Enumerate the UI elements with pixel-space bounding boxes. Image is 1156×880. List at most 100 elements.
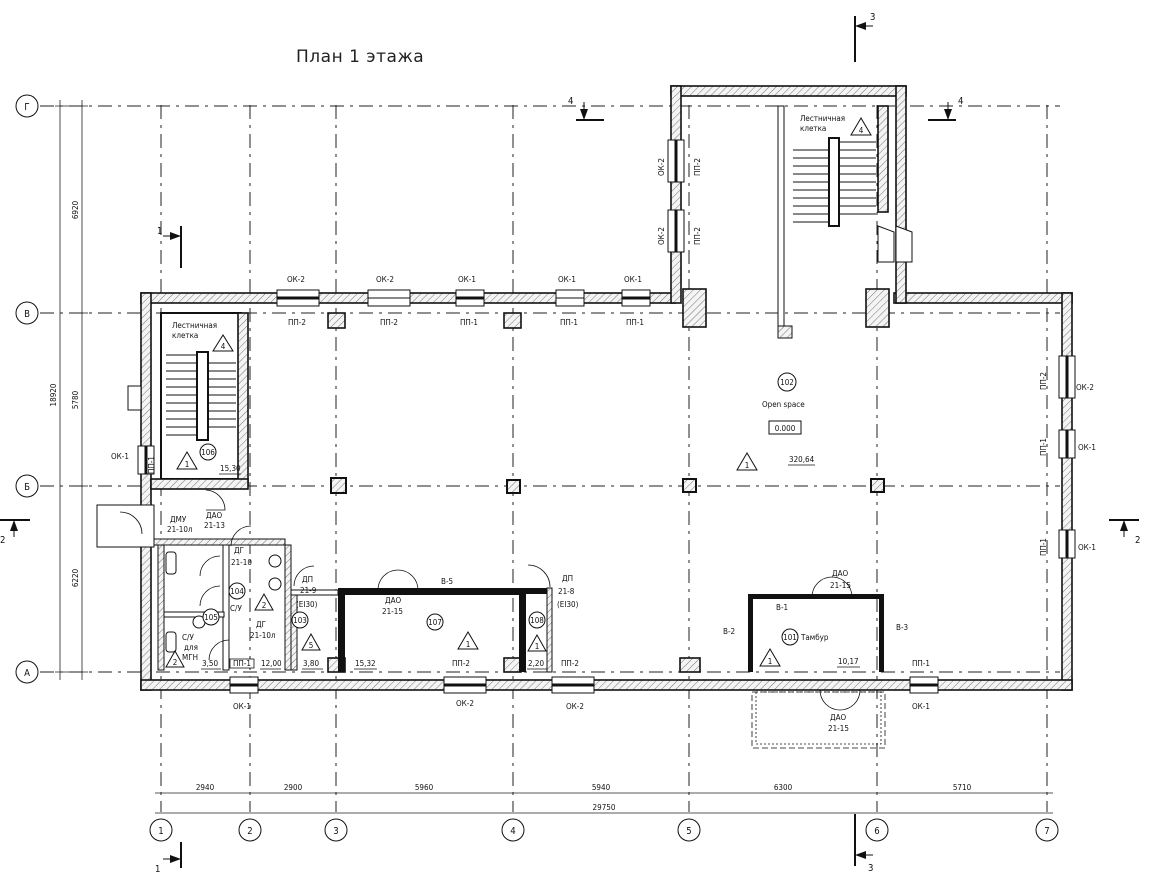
room-104-class: 2 xyxy=(262,601,267,610)
room-106-number: 106 xyxy=(201,448,215,457)
window-ok2-top-1: ОК-2 xyxy=(287,275,305,284)
axis-label-5: 5 xyxy=(686,826,691,837)
window-pp2-top-2: ПП-2 xyxy=(380,318,398,327)
stair-left-name-1: Лестничная xyxy=(172,321,217,330)
room-108-number: 108 xyxy=(530,616,544,625)
section-3-bottom: 3 xyxy=(854,814,873,874)
room-102-area: 320,64 xyxy=(789,455,815,464)
axis-grid xyxy=(40,105,1060,812)
room-102-open-space: 102 Open space 0.000 1 320,64 xyxy=(736,372,815,471)
window-pp2-107: ПП-2 xyxy=(452,659,470,668)
window-pp2-tower-2: ПП-2 xyxy=(693,227,702,245)
stair-top-class: 4 xyxy=(859,126,864,135)
room-104-number: 104 xyxy=(230,587,244,596)
room-103-number: 103 xyxy=(293,616,307,625)
room-102-number: 102 xyxy=(780,378,794,387)
wall-mark-b2: В-2 xyxy=(723,627,735,636)
door-dao-tambur-mark: ДАО xyxy=(832,569,849,578)
stair-top-name-2: клетка xyxy=(800,124,826,133)
room-105-number: 105 xyxy=(204,613,218,622)
room-107: В-5 ДАО 21-15 107 1 15,32 ПП-2 xyxy=(338,569,526,672)
door-dao-left-code: 21-13 xyxy=(204,521,225,530)
svg-text:1: 1 xyxy=(157,226,162,237)
svg-text:4: 4 xyxy=(568,96,573,107)
columns xyxy=(327,288,890,673)
room-103: ДП 21-9 (EI30) 103 5 3,80 xyxy=(290,575,339,671)
door-dao-entrance-code: 21-15 xyxy=(828,724,849,733)
left-dimensions: 18920 6920 5780 6220 xyxy=(49,100,88,680)
room-108-class: 1 xyxy=(535,642,540,651)
dim-bottom-1: 2940 xyxy=(196,783,215,792)
window-ok2-tower-2: ОК-2 xyxy=(657,227,666,245)
svg-text:2: 2 xyxy=(0,535,5,546)
axis-label-b: Б xyxy=(24,482,30,493)
windows xyxy=(127,139,1076,694)
section-2-left: 2 xyxy=(0,519,30,546)
section-1-top: 1 xyxy=(157,226,182,268)
section-3-top: 3 xyxy=(854,12,875,62)
wall-mark-b3: В-3 xyxy=(896,623,908,632)
section-1-bottom: 1 xyxy=(155,842,182,875)
window-pp1-right-1: ПП-1 xyxy=(1039,438,1048,456)
room-107-number: 107 xyxy=(428,618,442,627)
axis-label-1: 1 xyxy=(158,826,163,837)
room-102-level: 0.000 xyxy=(775,424,796,433)
door-dao-entrance-mark: ДАО xyxy=(830,713,847,722)
room-103-class: 5 xyxy=(309,641,314,650)
window-ok2-tower-1: ОК-2 xyxy=(657,158,666,176)
section-4-right: 4 xyxy=(928,96,963,121)
svg-text:3: 3 xyxy=(868,863,873,874)
left-stair-room: Лестничная клетка 4 106 1 15,30 xyxy=(150,312,249,490)
window-ok1-right-2: ОК-1 xyxy=(1078,543,1096,552)
window-ok1-right-1: ОК-1 xyxy=(1078,443,1096,452)
door-dp-1-code: 21-9 xyxy=(300,586,317,595)
window-pp1-top-5: ПП-1 xyxy=(626,318,644,327)
room-106-area: 15,30 xyxy=(220,464,241,473)
door-dg-1-code: 21-10 xyxy=(231,558,252,567)
plan-title: План 1 этажа xyxy=(296,47,424,67)
room-108-area: 2,20 xyxy=(528,659,544,668)
window-pp2-tower-1: ПП-2 xyxy=(693,158,702,176)
window-ok1-bottom-4: ОК-1 xyxy=(912,702,930,711)
door-dp-1-mark: ДП xyxy=(302,575,313,584)
top-stair-room: Лестничная клетка 4 xyxy=(793,114,913,263)
door-dmu-code: 21-10л xyxy=(167,525,193,534)
dim-bottom-3: 5960 xyxy=(415,783,434,792)
axis-label-v: В xyxy=(24,309,30,320)
window-ok1-left: ОК-1 xyxy=(111,452,129,461)
room-102-name: Open space xyxy=(762,400,805,409)
svg-text:4: 4 xyxy=(958,96,963,107)
room-101-class: 1 xyxy=(768,657,773,666)
axis-label-2: 2 xyxy=(247,826,252,837)
dim-left-total: 18920 xyxy=(49,383,58,406)
window-ok2-right: ОК-2 xyxy=(1076,383,1094,392)
service-rooms: ДМУ 21-10л ДАО 21-13 ДГ 21-10 104 С/У 2 … xyxy=(96,489,315,671)
window-pp1-right-2: ПП-1 xyxy=(1039,538,1048,556)
window-ok2-top-2: ОК-2 xyxy=(376,275,394,284)
window-ok1-top-5: ОК-1 xyxy=(624,275,642,284)
top-wall-marks: ОК-2 ПП-2 ОК-2 ПП-2 ОК-1 ПП-1 ОК-1 ПП-1 … xyxy=(287,158,702,327)
dim-bottom-5: 6300 xyxy=(774,783,793,792)
room-107-area: 15,32 xyxy=(355,659,376,668)
stair-left-class: 4 xyxy=(221,342,226,351)
wall-mark-b5: В-5 xyxy=(441,577,453,586)
window-pp1-left: ПП-1 xyxy=(147,456,156,474)
door-dao-107-mark: ДАО xyxy=(385,596,402,605)
axis-label-a: А xyxy=(24,668,30,679)
room-104-area: 12,00 xyxy=(261,659,282,668)
door-dp-2-mark: ДП xyxy=(562,574,573,583)
axis-label-g: Г xyxy=(24,102,29,113)
svg-text:2: 2 xyxy=(1135,535,1140,546)
window-pp1-bottom-4: ПП-1 xyxy=(912,659,930,668)
window-ok1-top-3: ОК-1 xyxy=(458,275,476,284)
door-dao-tambur-code: 21-15 xyxy=(830,581,851,590)
door-dp-2-ei: (EI30) xyxy=(557,600,579,609)
stair-top-name-1: Лестничная xyxy=(800,114,845,123)
door-dg-2-code: 21-10л xyxy=(250,631,276,640)
right-wall-marks: ПП-2 ОК-2 ПП-1 ОК-1 ПП-1 ОК-1 xyxy=(1039,372,1096,556)
window-pp1-top-3: ПП-1 xyxy=(460,318,478,327)
window-ok2-bottom-2: ОК-2 xyxy=(456,699,474,708)
window-ok1-top-4: ОК-1 xyxy=(558,275,576,284)
room-101-name: Тамбур xyxy=(800,632,829,642)
